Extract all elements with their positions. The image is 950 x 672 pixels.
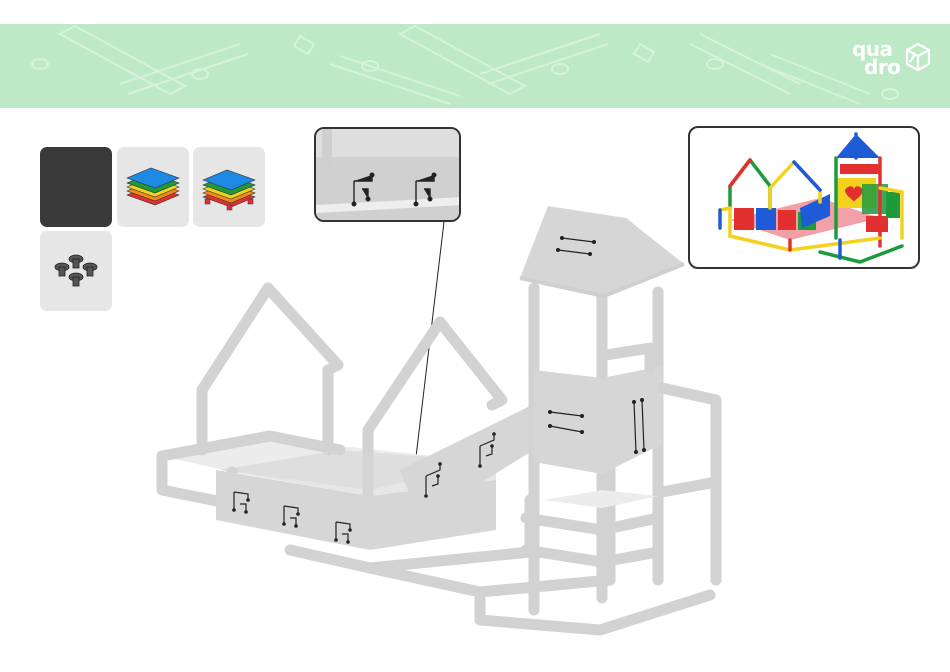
assembly-drawing: .tube { fill: none; stroke: #d2d2d2; str…: [150, 200, 730, 640]
